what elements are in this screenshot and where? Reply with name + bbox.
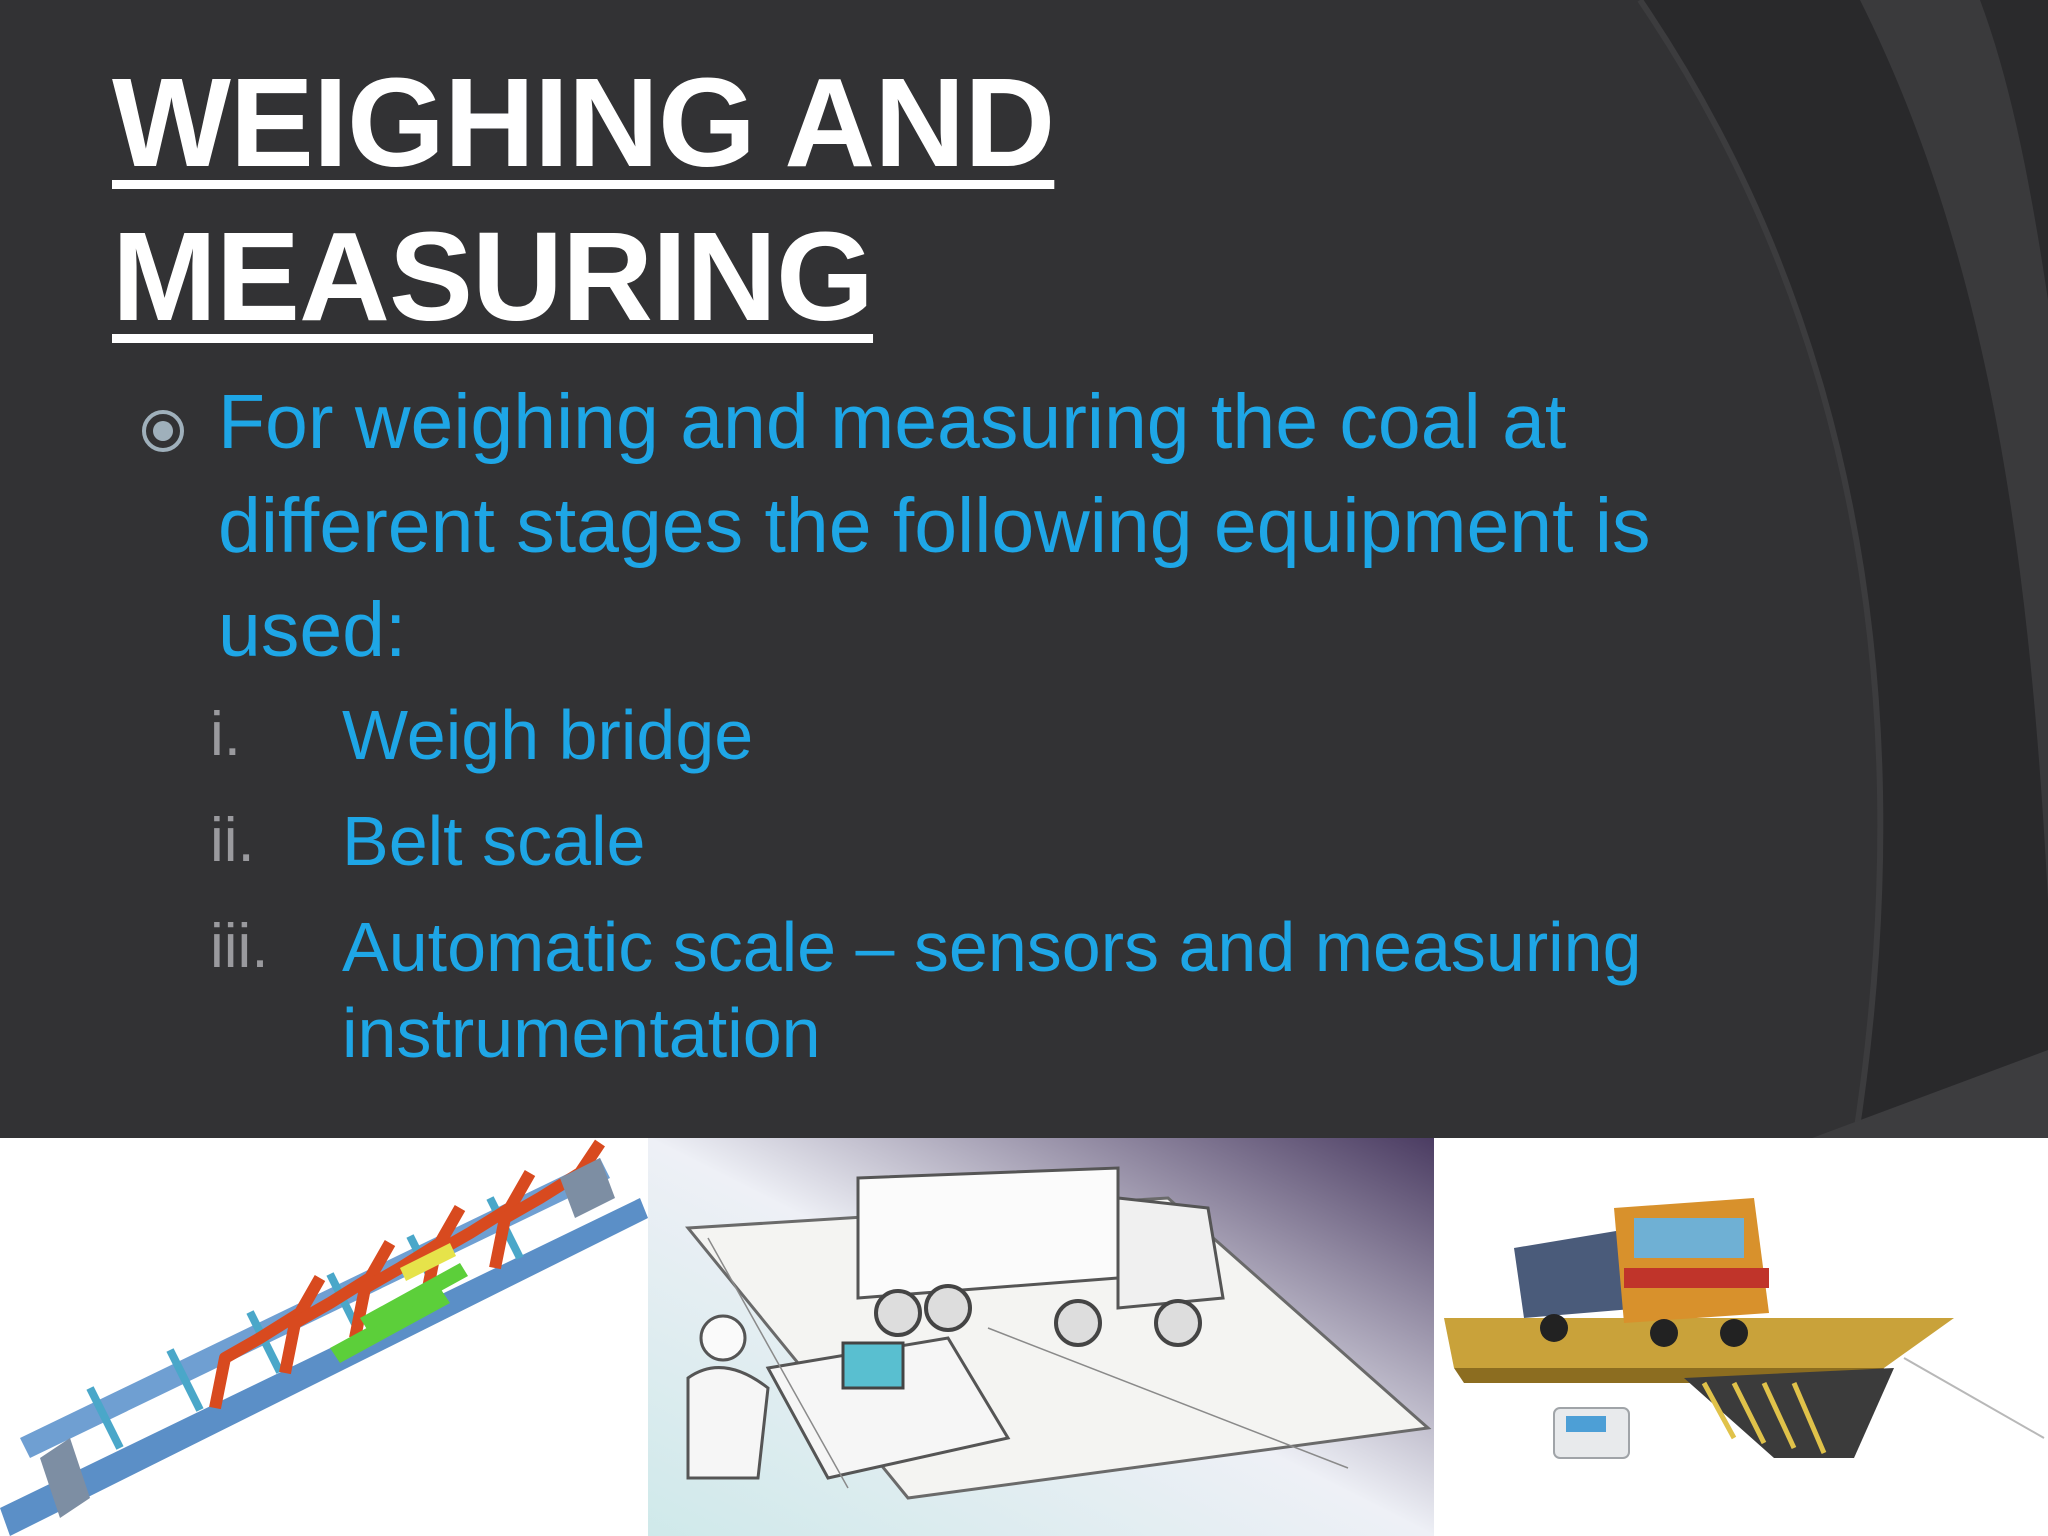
list-number: i. bbox=[210, 700, 241, 769]
belt-scale-image bbox=[0, 1138, 648, 1536]
list-item: ii. Belt scale bbox=[210, 798, 1830, 884]
list-item-text: Weigh bridge bbox=[342, 696, 754, 774]
slide-title: WEIGHING AND MEASURING bbox=[112, 46, 1055, 354]
truck-weighbridge-image bbox=[1434, 1138, 2048, 1536]
equipment-list: i. Weigh bridge ii. Belt scale iii. Auto… bbox=[210, 692, 1830, 1096]
title-line-1: WEIGHING AND bbox=[112, 52, 1055, 193]
list-number: ii. bbox=[210, 806, 255, 875]
circle-dot-icon bbox=[142, 410, 184, 452]
list-item: iii. Automatic scale – sensors and measu… bbox=[210, 904, 1830, 1076]
list-item-text: Automatic scale – sensors and measuring … bbox=[342, 908, 1642, 1072]
title-line-2: MEASURING bbox=[112, 206, 874, 347]
weighbridge-sketch-image bbox=[648, 1138, 1434, 1536]
image-strip bbox=[0, 1138, 2048, 1536]
bullet-text: For weighing and measuring the coal at d… bbox=[218, 379, 1651, 673]
list-item-text: Belt scale bbox=[342, 802, 646, 880]
list-number: iii. bbox=[210, 912, 269, 981]
list-item: i. Weigh bridge bbox=[210, 692, 1830, 778]
